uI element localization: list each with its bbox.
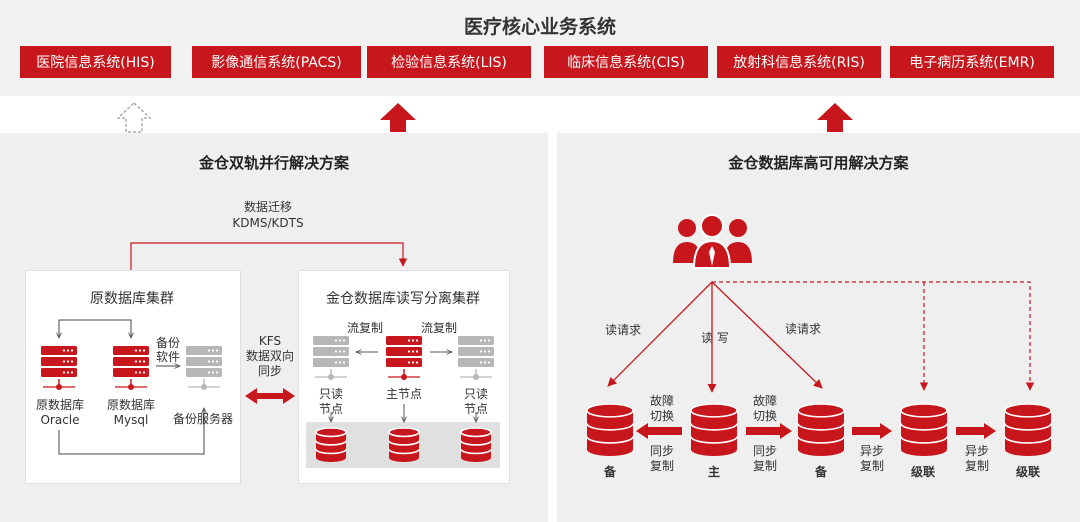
backup-software-label-2: 软件: [155, 350, 180, 364]
mysql-name: Mysql: [113, 413, 149, 427]
read-request-mid-label: 读请求: [784, 322, 821, 336]
async-arrow-1: [852, 423, 892, 439]
readonly-server-right-icon: [458, 336, 494, 380]
async-1-label-2: 复制: [859, 459, 884, 473]
failover-right-label-2: 切换: [752, 409, 777, 423]
oracle-label: 原数据库: [35, 398, 84, 412]
replication-arrows: [636, 423, 996, 439]
source-cluster-title: 原数据库集群: [90, 291, 174, 307]
failover-right-arrow: [746, 423, 792, 439]
sync-right-label: 同步: [752, 444, 777, 458]
system-lis-button[interactable]: 检验信息系统(LIS): [367, 46, 531, 78]
readonly-db-right-icon: [460, 427, 492, 462]
primary-server-icon: [386, 336, 422, 380]
primary-db-icon: [388, 427, 420, 462]
page-title: 医疗核心业务系统: [463, 16, 616, 38]
system-ris-button[interactable]: 放射科信息系统(RIS): [717, 46, 881, 78]
cascade-node-1-label: 级联: [910, 465, 935, 479]
failover-left-label: 故障: [649, 394, 674, 408]
readonly-node-left-2: 节点: [318, 402, 343, 416]
async-2-label-2: 复制: [964, 459, 989, 473]
readonly-node-right: 只读: [463, 387, 488, 401]
dashed-request-arrows: [712, 281, 1035, 391]
stream-replication-left: 流复制: [346, 321, 383, 335]
kfs-label: KFS: [258, 334, 282, 348]
async-2-label: 异步: [964, 444, 989, 458]
migration-connector: [130, 242, 408, 270]
request-arrows: [607, 281, 823, 393]
oracle-server-icon: [41, 346, 77, 390]
kfs-sync-label-2: 同步: [257, 364, 282, 378]
backup-server-icon: [186, 346, 222, 390]
backup-server-label: 备份服务器: [172, 412, 233, 426]
sync-right-label-2: 复制: [752, 459, 777, 473]
failover-right-label: 故障: [752, 394, 777, 408]
source-cluster-lines: [59, 319, 204, 455]
readonly-db-left-icon: [315, 427, 347, 462]
kfs-sync-label: 数据双向: [245, 349, 294, 363]
kfs-double-arrow-icon: [245, 388, 295, 404]
standby-node-2-label: 备: [814, 465, 827, 479]
migration-tool-label: KDMS/KDTS: [232, 216, 304, 230]
dashed-up-arrow-icon: [116, 102, 152, 133]
up-arrow-right-icon: [817, 103, 853, 132]
mysql-server-icon: [113, 346, 149, 390]
users-icon: [673, 214, 752, 269]
sync-left-label: 同步: [649, 444, 674, 458]
readonly-node-right-2: 节点: [463, 402, 488, 416]
cascade-db-1-icon: [900, 403, 948, 456]
system-his-button[interactable]: 医院信息系统(HIS): [20, 46, 171, 78]
primary-node-label: 主节点: [385, 387, 422, 401]
rw-cluster-lines: [331, 352, 476, 422]
primary-db-ha-icon: [690, 403, 738, 456]
readonly-node-left: 只读: [318, 387, 343, 401]
mysql-label: 原数据库: [106, 398, 155, 412]
failover-left-label-2: 切换: [649, 409, 674, 423]
standby-db-2-icon: [797, 403, 845, 456]
sync-left-label-2: 复制: [649, 459, 674, 473]
readonly-server-left-icon: [313, 336, 349, 380]
standby-db-1-icon: [586, 403, 634, 456]
oracle-name: Oracle: [40, 413, 80, 427]
migration-label: 数据迁移: [243, 200, 292, 214]
dual-track-title: 金仓双轨并行解决方案: [198, 154, 349, 172]
high-availability-panel: [557, 133, 1080, 522]
rw-cluster-title: 金仓数据库读写分离集群: [326, 291, 480, 307]
up-arrow-left-icon: [380, 103, 416, 132]
stream-replication-right: 流复制: [420, 321, 457, 335]
cascade-db-2-icon: [1004, 403, 1052, 456]
async-arrow-2: [956, 423, 996, 439]
cascade-node-2-label: 级联: [1015, 465, 1040, 479]
failover-left-arrow: [636, 423, 682, 439]
system-pacs-button[interactable]: 影像通信系统(PACS): [192, 46, 361, 78]
backup-software-label: 备份: [155, 336, 180, 350]
read-write-label: 读 写: [701, 331, 729, 345]
high-availability-title: 金仓数据库高可用解决方案: [728, 154, 909, 172]
async-1-label: 异步: [859, 444, 884, 458]
read-request-left-label: 读请求: [604, 323, 641, 337]
system-cis-button[interactable]: 临床信息系统(CIS): [544, 46, 708, 78]
standby-node-1-label: 备: [603, 465, 616, 479]
system-emr-button[interactable]: 电子病历系统(EMR): [890, 46, 1054, 78]
primary-node-ha-label: 主: [707, 465, 720, 479]
